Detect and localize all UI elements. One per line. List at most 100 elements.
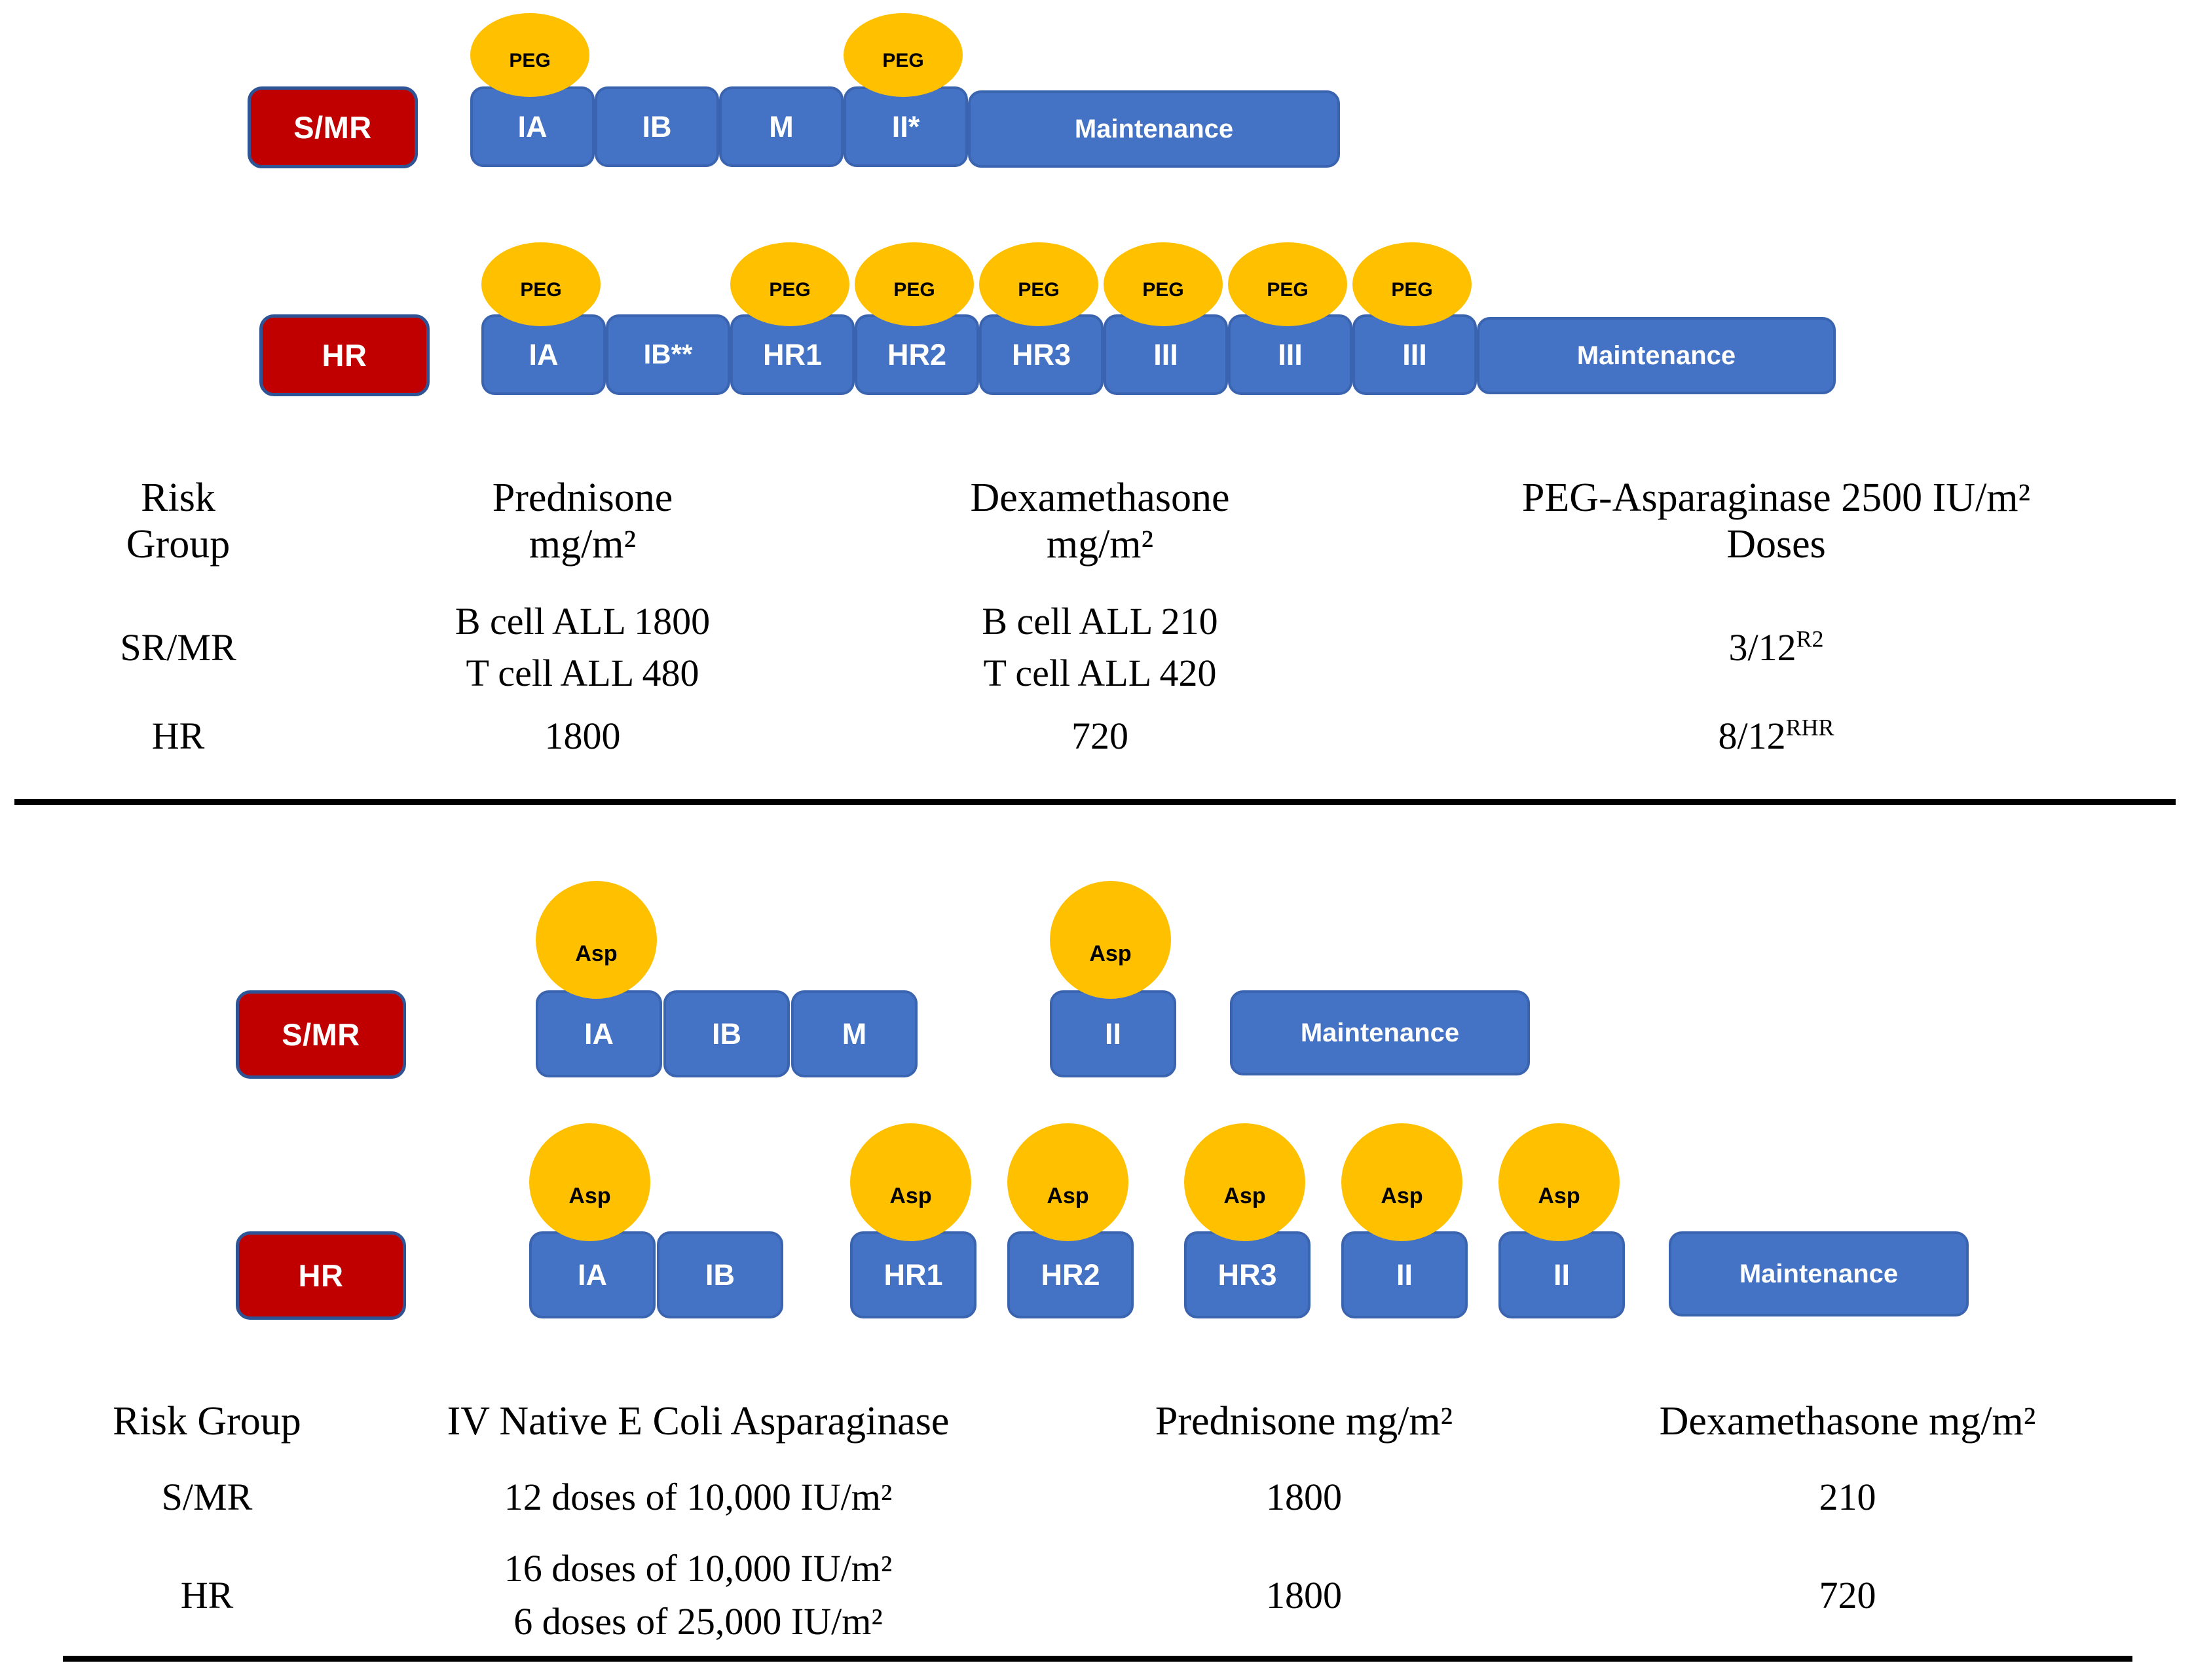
drug-ellipse-asp: Asp	[1498, 1123, 1620, 1241]
cell-dexamethasone: 720	[1071, 714, 1128, 757]
column-header-prednisone: Prednisone mg/m²	[1155, 1398, 1453, 1444]
drug-ellipse-label: Asp	[1381, 1183, 1423, 1208]
risk-label-hr-asp: HR	[236, 1231, 406, 1320]
cell-prednisone: 1800	[1266, 1573, 1342, 1616]
table-row: HR 1800 720 8/12RHR	[14, 703, 2176, 768]
phase-box-iii: III	[1104, 314, 1228, 395]
phase-box-ia: IA	[481, 314, 606, 395]
drug-ellipse-label: PEG	[1391, 279, 1433, 301]
header-line: Prednisone	[492, 475, 673, 520]
header-line: Doses	[1726, 521, 1826, 567]
phase-box-maintenance: Maintenance	[1669, 1231, 1969, 1316]
drug-ellipse-asp: Asp	[1050, 881, 1171, 999]
phase-box-hr1: HR1	[850, 1231, 976, 1318]
drug-ellipse-label: PEG	[882, 50, 924, 71]
column-header-risk-group: Risk Group	[14, 451, 342, 591]
risk-label-smr-peg: S/MR	[248, 86, 418, 168]
cell-line: 16 doses of 10,000 IU/m²	[504, 1547, 893, 1590]
phase-box-m: M	[791, 990, 918, 1077]
phase-box-ii: II	[1050, 990, 1176, 1077]
drug-ellipse-peg: PEG	[470, 13, 589, 97]
drug-ellipse-label: PEG	[893, 279, 935, 301]
phase-box-hr2: HR2	[855, 314, 979, 395]
phase-box-ii-star: II*	[844, 86, 968, 167]
drug-ellipse-label: PEG	[1142, 279, 1184, 301]
drug-ellipse-label: PEG	[769, 279, 811, 301]
phase-box-ii: II	[1341, 1231, 1468, 1318]
cell-dexamethasone: 720	[1819, 1573, 1876, 1616]
phase-box-maintenance: Maintenance	[1477, 317, 1836, 394]
drug-ellipse-asp: Asp	[1184, 1123, 1305, 1241]
column-header-asparaginase: IV Native E Coli Asparaginase	[447, 1398, 950, 1444]
cell-prednisone: B cell ALL 1800 T cell ALL 480	[342, 591, 823, 703]
drug-ellipse-peg: PEG	[1104, 242, 1223, 326]
header-line: mg/m²	[529, 521, 637, 567]
cell-risk-group: SR/MR	[120, 625, 236, 669]
cell-risk-group: S/MR	[161, 1475, 253, 1518]
phase-box-ia: IA	[470, 86, 595, 167]
drug-ellipse-label: Asp	[568, 1183, 611, 1208]
phase-box-ia: IA	[536, 990, 662, 1077]
drug-ellipse-label: PEG	[509, 50, 551, 71]
column-header-risk-group: Risk Group	[113, 1398, 301, 1444]
cell-asparaginase: 16 doses of 10,000 IU/m² 6 doses of 25,0…	[351, 1533, 1045, 1657]
drug-ellipse-asp: Asp	[529, 1123, 650, 1241]
header-line: Group	[126, 521, 231, 567]
header-line: Risk	[141, 475, 215, 520]
peg-dose-superscript: R2	[1796, 625, 1824, 652]
header-line: Dexamethasone	[970, 475, 1230, 520]
phase-box-hr1: HR1	[730, 314, 855, 395]
table-row: HR 16 doses of 10,000 IU/m² 6 doses of 2…	[63, 1533, 2132, 1657]
cell-line: 6 doses of 25,000 IU/m²	[513, 1600, 883, 1643]
drug-ellipse-peg: PEG	[855, 242, 974, 326]
cell-peg-doses: 8/12RHR	[1377, 703, 2176, 768]
drug-ellipse-peg: PEG	[1352, 242, 1472, 326]
header-line: mg/m²	[1046, 521, 1154, 567]
drug-ellipse-peg: PEG	[481, 242, 601, 326]
table-row: S/MR 12 doses of 10,000 IU/m² 1800 210	[63, 1461, 2132, 1533]
phase-box-ib-dagger: IB**	[606, 314, 730, 395]
cell-risk-group: HR	[151, 714, 205, 757]
header-line: PEG-Asparaginase 2500 IU/m²	[1521, 475, 2031, 520]
phase-box-maintenance: Maintenance	[968, 90, 1340, 168]
phase-box-hr3: HR3	[1184, 1231, 1311, 1318]
table-native-asparaginase-protocol: Risk Group IV Native E Coli Asparaginase…	[63, 1382, 2132, 1657]
risk-label-hr-peg: HR	[259, 314, 430, 396]
cell-line: T cell ALL 420	[983, 652, 1217, 694]
cell-line: B cell ALL 210	[982, 600, 1218, 643]
peg-dose-value: 3/12	[1728, 625, 1796, 669]
cell-peg-doses: 3/12R2	[1377, 591, 2176, 703]
drug-ellipse-label: Asp	[1223, 1183, 1266, 1208]
drug-ellipse-label: Asp	[575, 941, 618, 966]
drug-ellipse-peg: PEG	[730, 242, 849, 326]
cell-dexamethasone: 210	[1819, 1475, 1876, 1518]
phase-box-ib: IB	[663, 990, 790, 1077]
column-header-peg-asparaginase: PEG-Asparaginase 2500 IU/m² Doses	[1377, 451, 2176, 591]
column-header-dexamethasone: Dexamethasone mg/m²	[823, 451, 1377, 591]
phase-box-iii: III	[1352, 314, 1477, 395]
phase-box-iii: III	[1228, 314, 1352, 395]
drug-ellipse-label: PEG	[520, 279, 562, 301]
phase-box-m: M	[719, 86, 844, 167]
drug-ellipse-peg: PEG	[1228, 242, 1347, 326]
drug-ellipse-label: PEG	[1018, 279, 1060, 301]
table-peg-bottom-rule	[14, 799, 2176, 805]
cell-line: T cell ALL 480	[466, 652, 699, 694]
drug-ellipse-label: Asp	[889, 1183, 932, 1208]
cell-asparaginase: 12 doses of 10,000 IU/m²	[504, 1475, 893, 1518]
phase-box-ia: IA	[529, 1231, 656, 1318]
peg-dose-value: 8/12	[1718, 714, 1786, 757]
table-row: SR/MR B cell ALL 1800 T cell ALL 480 B c…	[14, 591, 2176, 703]
cell-prednisone: 1800	[1266, 1475, 1342, 1518]
column-header-dexamethasone: Dexamethasone mg/m²	[1659, 1398, 2036, 1444]
drug-ellipse-peg: PEG	[844, 13, 963, 97]
phase-box-ii: II	[1498, 1231, 1625, 1318]
phase-box-hr3: HR3	[979, 314, 1104, 395]
cell-line: B cell ALL 1800	[455, 600, 711, 643]
phase-box-maintenance: Maintenance	[1230, 990, 1530, 1075]
cell-prednisone: 1800	[544, 714, 621, 757]
phase-box-hr2: HR2	[1007, 1231, 1134, 1318]
drug-ellipse-asp: Asp	[536, 881, 657, 999]
drug-ellipse-asp: Asp	[1341, 1123, 1462, 1241]
phase-box-ib: IB	[657, 1231, 783, 1318]
